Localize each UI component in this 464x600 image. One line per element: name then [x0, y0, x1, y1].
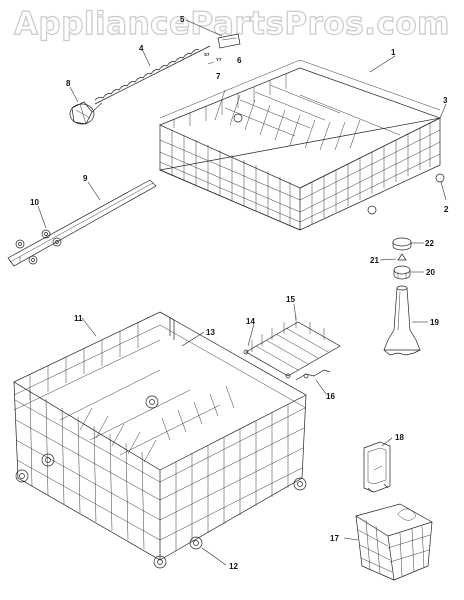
callout-12: 12 [229, 562, 238, 571]
part-6-part-7-fasteners[interactable]: S7 Y7 [204, 52, 222, 65]
part-21-pin[interactable] [397, 253, 407, 261]
upper-rack[interactable] [158, 59, 445, 231]
callout-3: 3 [443, 96, 448, 105]
callout-11: 11 [74, 314, 83, 323]
svg-text:S7: S7 [204, 52, 210, 57]
part-22-cap[interactable] [392, 237, 412, 251]
part-12-wheels[interactable] [15, 395, 307, 569]
part-8-clip-assembly[interactable] [69, 101, 103, 125]
callout-18: 18 [395, 433, 404, 442]
callout-6: 6 [237, 56, 242, 65]
part-20-nut[interactable] [393, 265, 411, 280]
part-5-clip[interactable] [217, 33, 241, 49]
callout-22: 22 [425, 239, 434, 248]
part-10-rollers[interactable] [15, 229, 62, 265]
part-19-spray-tower[interactable] [383, 285, 421, 356]
callout-17: 17 [330, 534, 339, 543]
callout-15: 15 [286, 295, 295, 304]
callout-20: 20 [426, 268, 435, 277]
watermark-logo: AppliancePartsPros.com [13, 5, 450, 42]
part-18-basket-handle[interactable] [363, 441, 391, 493]
callout-1: 1 [391, 48, 396, 57]
callout-9: 9 [83, 174, 88, 183]
callout-13: 13 [206, 328, 215, 337]
lower-rack[interactable] [13, 311, 307, 561]
callout-2: 2 [444, 205, 449, 214]
callout-5: 5 [180, 15, 185, 24]
svg-text:Y7: Y7 [216, 57, 222, 62]
part-17-silverware-basket[interactable] [355, 503, 433, 581]
part-14-15-16-tine-assembly[interactable] [243, 316, 341, 381]
callout-14: 14 [246, 317, 255, 326]
callout-16: 16 [326, 392, 335, 401]
part-9-slide-rail[interactable] [7, 179, 157, 267]
callout-10: 10 [30, 198, 39, 207]
callout-8: 8 [66, 79, 71, 88]
callout-19: 19 [430, 318, 439, 327]
callout-21: 21 [370, 256, 379, 265]
callout-7: 7 [216, 72, 221, 81]
part-4-rack-rail[interactable] [94, 45, 211, 105]
callout-4: 4 [139, 44, 144, 53]
